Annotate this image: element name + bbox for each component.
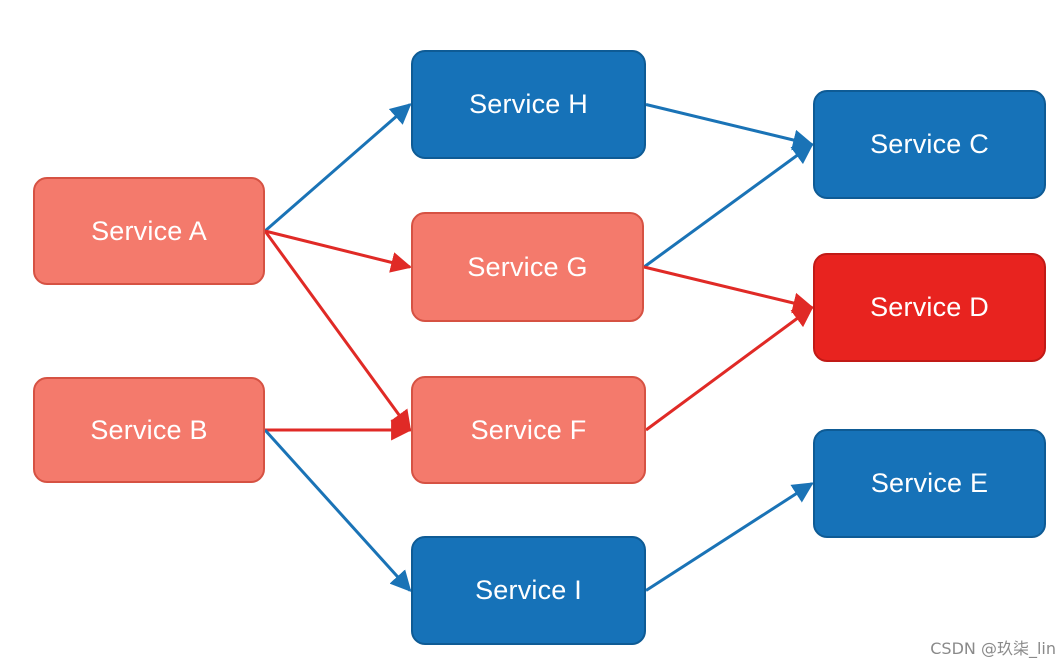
edge-i-to-e (645, 482, 814, 592)
edge-a-to-f (263, 230, 412, 432)
service-c-label: Service C (870, 129, 989, 159)
edge-a-to-h (264, 103, 412, 233)
service-f-label: Service F (470, 414, 587, 445)
edge-a-to-g (264, 229, 413, 273)
service-a-label: Service A (91, 215, 207, 246)
service-e-node: Service E (813, 429, 1046, 538)
edge-g-to-d (643, 265, 815, 314)
service-g-label: Service G (467, 251, 588, 282)
service-e-label: Service E (870, 468, 989, 498)
edge-f-to-d (645, 306, 814, 432)
service-i-node: Service I (411, 536, 646, 645)
service-h-node: Service H (411, 50, 646, 159)
service-a-node: Service A (33, 177, 265, 285)
edge-h-to-c (645, 103, 815, 151)
service-f-node: Service F (411, 376, 646, 484)
service-g-node: Service G (411, 212, 644, 322)
service-d-node: Service D (813, 253, 1046, 362)
service-c-node: Service C (813, 90, 1046, 199)
service-i-label: Service I (475, 575, 582, 605)
edge-g-to-c (643, 143, 814, 269)
service-b-label: Service B (90, 414, 208, 445)
watermark: CSDN @玖柒_lin (930, 639, 1056, 658)
service-d-label: Service D (870, 292, 989, 322)
edge-b-to-i (263, 428, 412, 593)
service-h-label: Service H (469, 89, 588, 119)
service-b-node: Service B (33, 377, 265, 483)
